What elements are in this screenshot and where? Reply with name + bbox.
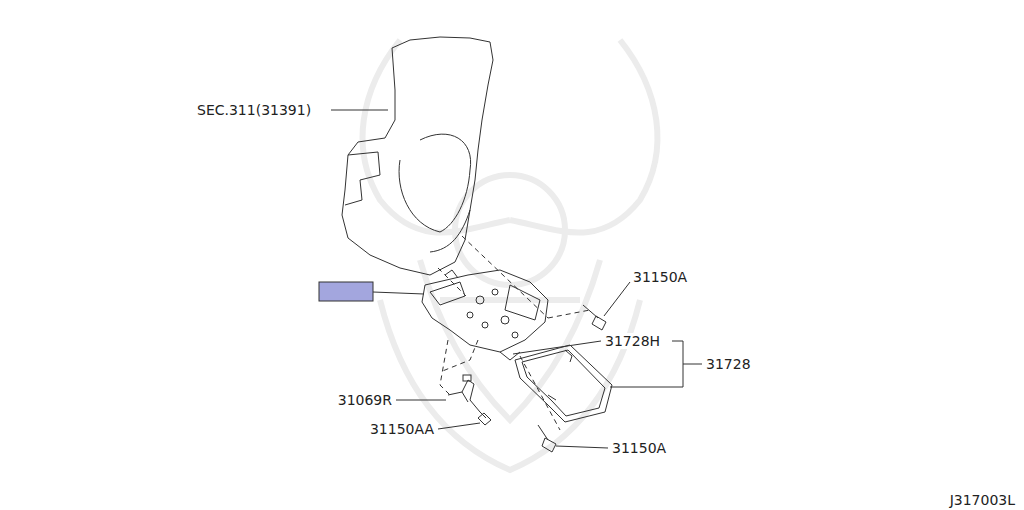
bolt xyxy=(478,305,606,452)
valve-body xyxy=(422,270,548,360)
sensor xyxy=(448,375,486,418)
transmission-case xyxy=(342,37,493,275)
part-number: 31069R xyxy=(337,392,393,408)
section-reference: SEC.311(31391) xyxy=(196,102,312,118)
leader-line xyxy=(331,110,702,448)
part-number: 31150AA xyxy=(369,421,435,437)
part-number: 31150A xyxy=(632,269,688,285)
oil-pan xyxy=(515,345,612,422)
diagram-code: J317003L xyxy=(949,492,1016,508)
part-number: 31150A xyxy=(611,440,667,456)
highlight-box xyxy=(319,282,373,301)
watermark xyxy=(363,40,658,470)
assembly-line xyxy=(438,236,590,430)
part-number: 31728 xyxy=(705,356,752,372)
part-number: 31728H xyxy=(604,333,661,349)
